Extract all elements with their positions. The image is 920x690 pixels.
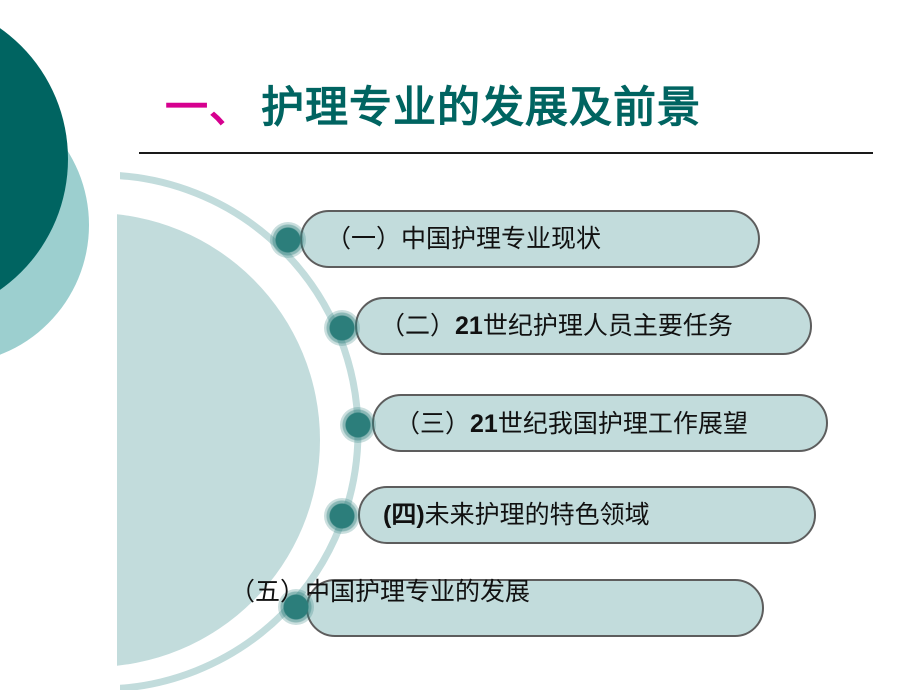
outline-item-4[interactable]: [358, 486, 816, 544]
outline-item-4-label: (四)未来护理的特色领域: [383, 500, 650, 529]
outline-item-1[interactable]: [300, 210, 760, 268]
title-text: 护理专业的发展及前景: [261, 83, 701, 133]
title-number: 一、: [165, 83, 253, 133]
outline-item-5[interactable]: [306, 579, 764, 637]
dark-teal-circle: [0, 28, 68, 290]
bullet-dot-icon: [270, 222, 306, 258]
bullet-dot-icon: [278, 589, 314, 625]
title-divider: [139, 152, 873, 154]
bullet-dot-icon: [324, 310, 360, 346]
bullet-dot-icon: [324, 498, 360, 534]
large-pale-circle: [117, 214, 320, 666]
bullet-dot-icon: [340, 407, 376, 443]
outline-item-2-label: （二）21世纪护理人员主要任务: [380, 311, 733, 340]
outline-item-5-label: （五）中国护理专业的发展: [230, 577, 531, 606]
outline-item-3[interactable]: [372, 394, 828, 452]
outline-item-1-label: （一）中国护理专业现状: [326, 224, 602, 253]
outline-item-3-label: （三）21世纪我国护理工作展望: [395, 409, 748, 438]
slide-title: 一、护理专业的发展及前景: [165, 78, 701, 138]
